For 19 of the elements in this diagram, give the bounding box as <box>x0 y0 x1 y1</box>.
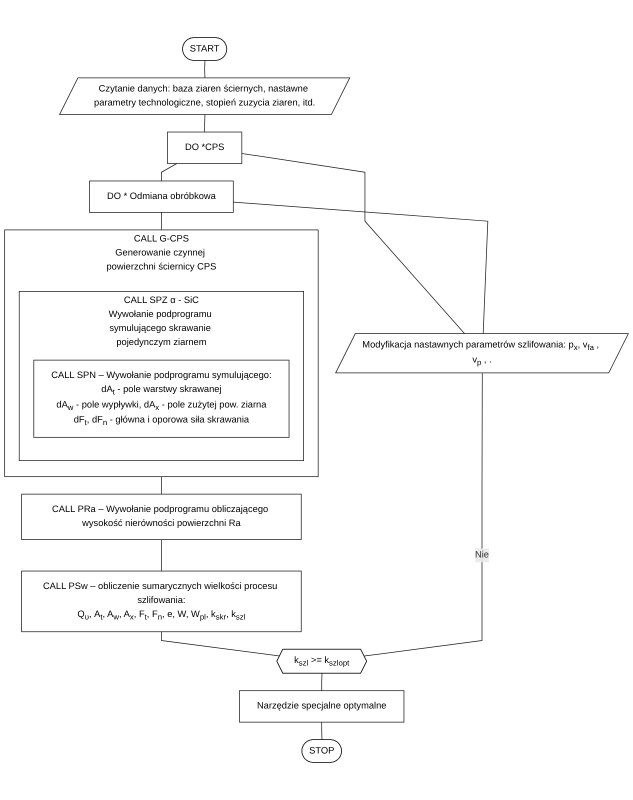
edge-label: Nie <box>475 550 489 560</box>
connector <box>204 60 206 79</box>
node-box: Narzędzie specjalne optymalne <box>239 690 404 723</box>
connector <box>161 163 178 182</box>
node-box: CALL PSw – obliczenie sumarycznych wielkości procesu szlifowania: Q$_{υ}$, A$_{t}$, A$_{w}$, A$_{x}$, F$_{t}$, F$_{n}$, e, W, W$_{pl}$, k$_{skr}$, k$_{szl}$ <box>21 570 302 632</box>
connector <box>161 631 280 656</box>
connector <box>204 114 206 132</box>
connector <box>241 153 466 334</box>
connector <box>161 539 162 572</box>
connector <box>161 212 162 230</box>
connector <box>364 372 483 656</box>
node-box: DO *CPS <box>167 132 242 164</box>
connector <box>321 722 322 740</box>
connector <box>232 202 488 334</box>
connector <box>321 673 322 692</box>
node-box: CALL SPN – Wywołanie podprogramu symulującego: dA$_{t}$ - pole warstwy skrawanej dA$_{w}$ - pole wypływki, dA$_{x}$ - pole zużytej pow. ziarna dF$_{t}$, dF$_{n}$ - główna i oporowa siła skrawania <box>33 360 290 438</box>
node-box: CALL PRa – Wywołanie podprogramu obliczającego wysokość nierówności powierzchni Ra <box>21 494 302 540</box>
connector <box>161 476 162 495</box>
node-box: DO * Odmiana obróbkowa <box>89 180 234 213</box>
